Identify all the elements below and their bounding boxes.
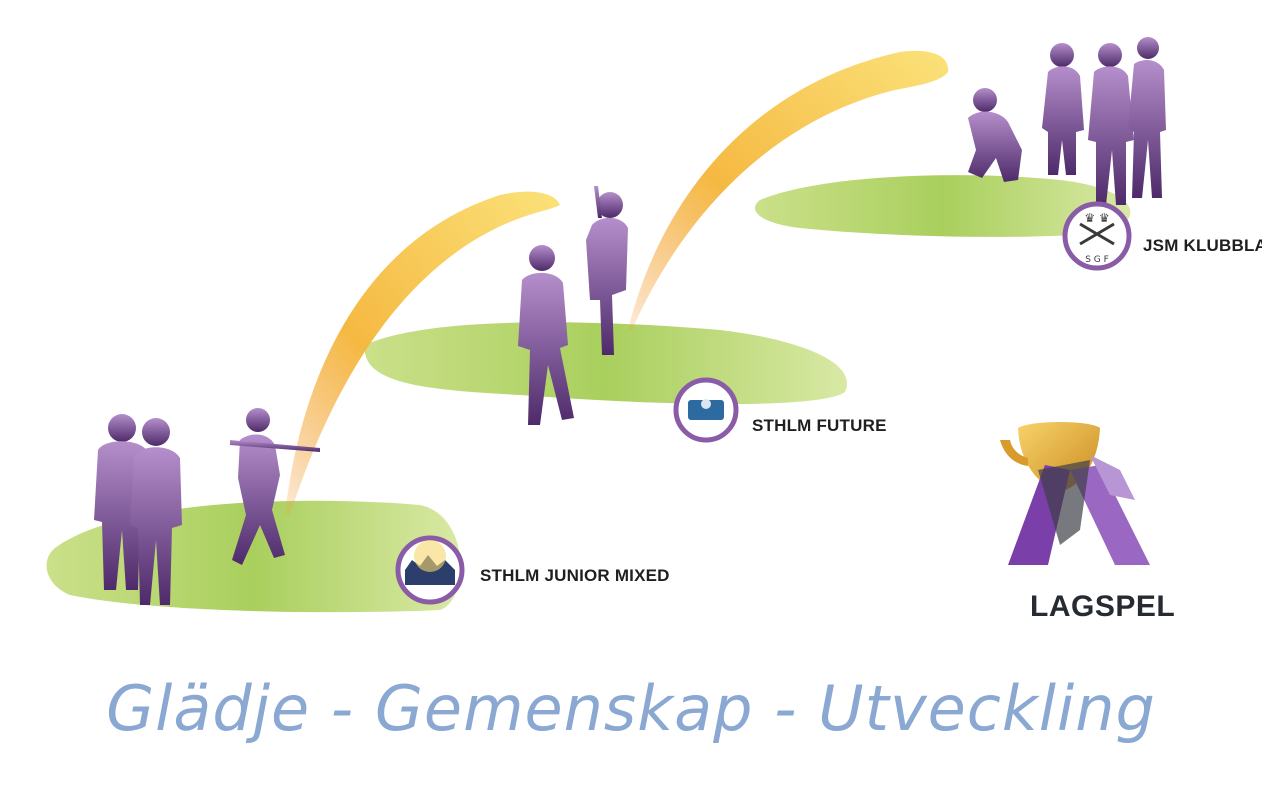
team-badge-icon xyxy=(673,377,739,443)
grass-patch-2 xyxy=(364,322,848,405)
golfer-silhouette-icon xyxy=(968,37,1166,205)
team-label-sthlm-junior-mixed: STHLM JUNIOR MIXED xyxy=(480,566,670,585)
team-label-sthlm-future: STHLM FUTURE xyxy=(752,416,887,435)
team-label-jsm-klubblag: JSM KLUBBLAG xyxy=(1143,236,1262,255)
svg-text:S G F: S G F xyxy=(1085,255,1109,265)
team-badge-icon: ♛ ♛ S G F xyxy=(1062,201,1132,271)
lagspel-logo-text: LAGSPEL xyxy=(1030,590,1176,623)
ball-trail-icon xyxy=(628,50,949,330)
tagline: Glädje - Gemenskap - Utveckling xyxy=(106,672,1156,745)
trophy-hands-icon xyxy=(1000,422,1150,565)
grass-patch-3 xyxy=(754,175,1131,237)
team-badge-icon xyxy=(395,535,465,605)
ball-trail-icon xyxy=(285,191,560,516)
golfer-silhouette-icon xyxy=(518,186,628,425)
svg-text:♛ ♛: ♛ ♛ xyxy=(1084,211,1109,225)
golfer-silhouette-icon xyxy=(94,408,320,605)
